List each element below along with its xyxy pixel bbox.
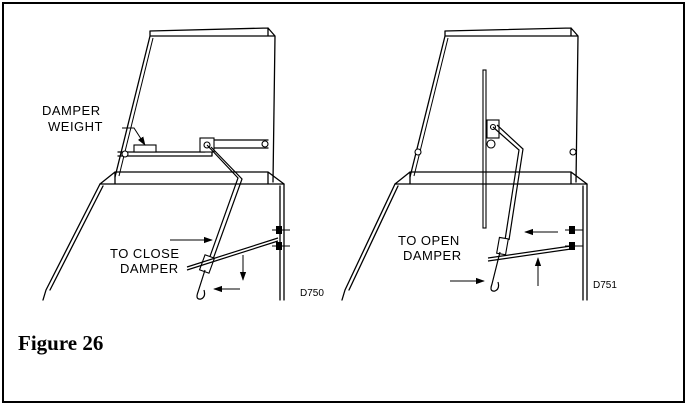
right-pivot-right (569, 148, 577, 156)
weight-label-line2: WEIGHT (48, 119, 103, 134)
figure-frame (2, 2, 685, 403)
close-label-line2: DAMPER (120, 261, 179, 276)
right-lever-arm (487, 245, 572, 262)
right-damper-view: TO OPEN DAMPER D751 (341, 27, 617, 301)
left-lever-arm (186, 237, 279, 271)
left-lower-flue (42, 183, 285, 301)
right-lower-flue (341, 183, 588, 301)
right-rod-sleeve (496, 236, 509, 256)
right-j-hook (490, 251, 501, 292)
figure-caption: Figure 26 (18, 331, 104, 355)
right-linkage-rod (492, 124, 524, 241)
left-linkage-rod (206, 144, 243, 263)
weight-leader (122, 127, 146, 146)
weight-label-line1: DAMPER (42, 103, 101, 118)
left-j-hook (196, 269, 206, 300)
left-pivot-right (261, 140, 269, 148)
right-drawing-code: D751 (593, 280, 617, 291)
right-hood-outline (409, 27, 579, 183)
right-damper-plate (482, 69, 487, 229)
close-label-line1: TO CLOSE (110, 246, 180, 261)
left-drawing-code: D750 (300, 288, 324, 299)
left-pivot-left (121, 150, 129, 158)
right-plate-pivot (486, 139, 496, 149)
left-damper-view: DAMPER WEIGHT TO CLOSE DAMPER D750 (42, 27, 324, 301)
right-collar (394, 171, 588, 185)
open-label-line2: DAMPER (403, 248, 462, 263)
left-mount-bracket (272, 226, 290, 250)
damper-weight (133, 144, 157, 153)
left-collar (99, 171, 285, 185)
open-label-line1: TO OPEN (398, 233, 460, 248)
right-pivot-left (414, 148, 422, 156)
left-hood-outline (114, 27, 276, 183)
